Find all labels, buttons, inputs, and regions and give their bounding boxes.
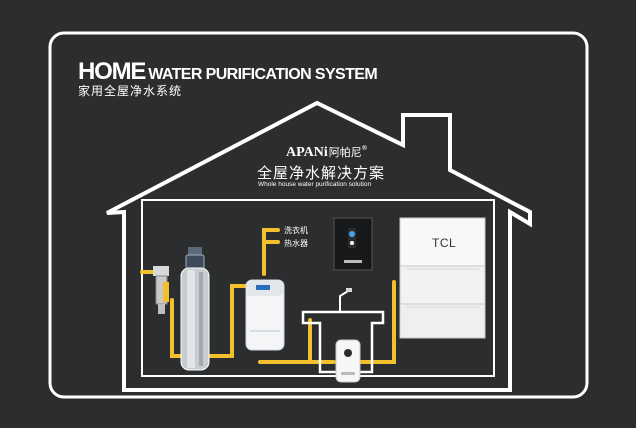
sink-counter	[301, 288, 385, 374]
brand-logo: APANi阿帕尼®	[286, 144, 367, 161]
title-rest: WATER PURIFICATION SYSTEM	[148, 66, 378, 83]
brand-registered-mark: ®	[361, 144, 367, 152]
page-subtitle: 家用全屋净水系统	[78, 84, 183, 98]
brand-name-cn: 阿帕尼	[328, 146, 362, 159]
house-outline	[106, 100, 532, 392]
softener-cabinet	[245, 279, 285, 351]
fridge-brand-label: TCL	[432, 236, 457, 250]
title-home: HOME	[78, 58, 146, 85]
softener-tank	[180, 247, 210, 371]
solution-title-cn: 全屋净水解决方案	[257, 165, 386, 182]
pipe-to-appliances	[262, 228, 280, 276]
solution-title-en: Whole house water purification solution	[258, 181, 372, 188]
inner-room	[141, 199, 495, 377]
refrigerator	[399, 217, 486, 339]
brand-name-en: APANi	[286, 145, 328, 160]
pipe-pre-to-softener	[170, 284, 248, 358]
pre-filter	[153, 266, 169, 314]
outer-frame	[48, 31, 589, 399]
label-washing-machine: 洗衣机	[284, 226, 308, 235]
under-sink-purifier	[335, 339, 361, 383]
label-water-heater: 热水器	[284, 239, 308, 248]
wall-dispenser	[333, 217, 373, 271]
